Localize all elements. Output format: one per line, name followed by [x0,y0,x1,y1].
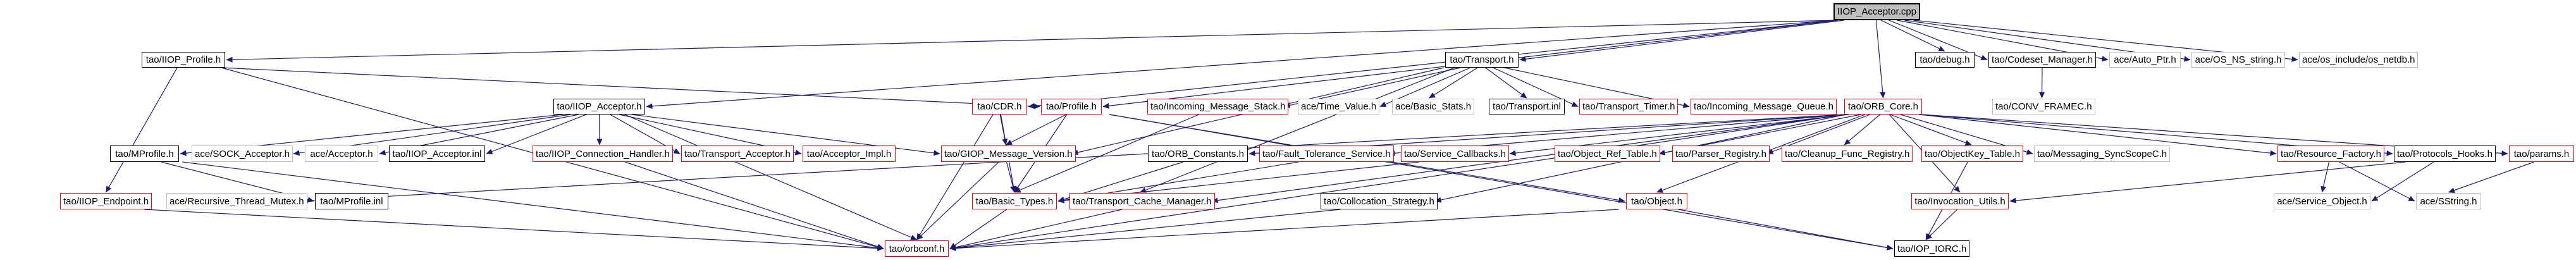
edge-transport-basic_stats [1429,67,1478,99]
graph-node-invocation_utils[interactable]: tao/Invocation_Utils.h [1911,193,2009,209]
graph-node-cleanup_func_registry[interactable]: tao/Cleanup_Func_Registry.h [1782,145,1913,162]
graph-node-protocols_hooks[interactable]: tao/Protocols_Hooks.h [2394,145,2496,162]
graph-node-sock_acceptor: ace/SOCK_Acceptor.h [192,145,293,162]
graph-node-r: IIOP_Acceptor.cpp [1833,3,1921,20]
graph-node-cdr[interactable]: tao/CDR.h [972,99,1027,115]
graph-node-incoming_message_queue[interactable]: tao/Incoming_Message_Queue.h [1691,99,1837,115]
edge-r-iiop_acceptor [646,20,1838,109]
graph-node-messaging_syncscopec: tao/Messaging_SyncScopeC.h [2034,145,2171,162]
edge-orb_core-orbconf [949,114,1846,251]
graph-node-basic_stats: ace/Basic_Stats.h [1392,99,1475,115]
graph-node-incoming_message_stack[interactable]: tao/Incoming_Message_Stack.h [1147,99,1289,115]
graph-node-params[interactable]: tao/params.h [2509,145,2574,162]
graph-node-conv_framec: tao/CONV_FRAMEC.h [1992,99,2095,115]
graph-node-mprofile[interactable]: tao/MProfile.h [110,145,179,162]
edge-orb_core-transport_cache_manager [1211,114,1846,204]
edge-transport-transport_cache_manager [1140,67,1455,193]
edge-resource_factory-service_object [2320,161,2330,193]
edge-resource_factory-sstring [2339,161,2415,202]
graph-node-iiop_connection_handler[interactable]: tao/IIOP_Connection_Handler.h [533,145,673,162]
edge-profile-giop_message_version [1006,114,1066,145]
graph-node-os_ns_string: ace/OS_NS_string.h [2191,52,2285,68]
edge-giop_message_version-orbconf [916,161,999,240]
edge-params-sstring [2448,161,2534,194]
edge-invocation_utils-iop_iorc [1925,209,1958,240]
edge-basic_types-orbconf [949,209,1007,249]
edge-orb_core-objectkey_table [1890,114,1972,145]
edge-cdr-orbconf [916,114,994,240]
graph-node-codeset_manager[interactable]: tao/Codeset_Manager.h [1988,52,2097,68]
graph-node-iiop_profile[interactable]: tao/IIOP_Profile.h [142,52,225,68]
graph-node-profile[interactable]: tao/Profile.h [1041,99,1102,115]
graph-node-fault_tolerance_service[interactable]: tao/Fault_Tolerance_Service.h [1259,145,1394,162]
graph-node-object_ref_table[interactable]: tao/Object_Ref_Table.h [1555,145,1660,162]
edge-protocols_hooks-service_object [2371,161,2434,202]
graph-node-auto_ptr: ace/Auto_Ptr.h [2109,52,2181,68]
graph-node-giop_message_version[interactable]: tao/GIOP_Message_Version.h [941,145,1076,162]
graph-node-transport[interactable]: tao/Transport.h [1445,52,1519,68]
graph-node-object[interactable]: tao/Object.h [1626,193,1687,209]
edge-incoming_message_stack-basic_types [1014,114,1199,193]
edge-giop_message_version-basic_types [1006,161,1016,193]
graph-node-mprofile_inl[interactable]: tao/MProfile.inl [315,193,388,209]
graph-node-orb_core[interactable]: tao/ORB_Core.h [1844,99,1922,115]
graph-node-time_value: ace/Time_Value.h [1298,99,1380,115]
edge-mprofile-orbconf [182,161,884,251]
edge-profile-iop_iorc [1109,114,1894,251]
edge-r-orb_core [1875,20,1886,99]
edge-transport-transport_inl [1485,67,1527,99]
edge-iiop_profile-profile [221,67,1040,109]
graph-node-iiop_endpoint[interactable]: tao/IIOP_Endpoint.h [60,193,152,209]
graph-node-orbconf[interactable]: tao/orbconf.h [885,240,949,257]
graph-node-transport_inl[interactable]: tao/Transport.inl [1489,99,1565,115]
graph-node-collocation_strategy[interactable]: tao/Collocation_Strategy.h [1321,193,1438,209]
graph-node-debug[interactable]: tao/debug.h [1915,52,1975,68]
graph-node-service_callbacks[interactable]: tao/Service_Callbacks.h [1401,145,1509,162]
graph-node-iop_iorc[interactable]: tao/IOP_IORC.h [1894,240,1970,257]
graph-node-transport_cache_manager[interactable]: tao/Transport_Cache_Manager.h [1069,193,1215,209]
graph-node-recursive_thread_mutex: ace/Recursive_Thread_Mutex.h [166,193,307,209]
edge-orb_core-cleanup_func_registry [1844,114,1880,145]
edge-iiop_connection_handler-orbconf [624,161,884,250]
graph-node-iiop_acceptor_inl[interactable]: tao/IIOP_Acceptor.inl [389,145,485,162]
graph-node-resource_factory[interactable]: tao/Resource_Factory.h [2277,145,2384,162]
edge-object-iop_iorc [1678,209,1894,251]
graph-node-os_netdb: ace/os_include/os_netdb.h [2299,52,2419,68]
edge-r-cdr [1028,20,1838,109]
edge-iiop_acceptor-orbconf [624,114,917,240]
edge-r-iiop_profile [226,20,1838,63]
edge-iiop_acceptor-iiop_acceptor_inl [486,114,587,154]
edge-orb_core-resource_factory [1918,114,2277,156]
edge-iiop_profile-iiop_endpoint [105,67,178,193]
graph-node-transport_acceptor[interactable]: tao/Transport_Acceptor.h [681,145,794,162]
graph-node-service_object: ace/Service_Object.h [2274,193,2370,209]
graph-node-objectkey_table[interactable]: tao/ObjectKey_Table.h [1921,145,2023,162]
graph-node-acceptor: ace/Acceptor.h [305,145,378,162]
edge-iiop_endpoint-orbconf [144,209,884,251]
edge-transport_cache_manager-orbconf [949,209,1123,251]
edge-collocation_strategy-orbconf [949,209,1341,251]
graph-node-sstring: ace/SString.h [2416,193,2481,209]
edge-r-transport [1519,20,1844,62]
edge-object-orbconf [949,209,1619,251]
edge-r-debug [1880,20,1945,52]
graph-node-basic_types[interactable]: tao/Basic_Types.h [972,193,1057,209]
graph-node-transport_timer[interactable]: tao/Transport_Timer.h [1579,99,1679,115]
graph-node-orb_constants[interactable]: tao/ORB_Constants.h [1148,145,1248,162]
graph-node-iiop_acceptor[interactable]: tao/IIOP_Acceptor.h [553,99,645,115]
graph-node-parser_registry[interactable]: tao/Parser_Registry.h [1672,145,1770,162]
graph-node-acceptor_impl[interactable]: tao/Acceptor_Impl.h [803,145,896,162]
edge-protocols_hooks-invocation_utils [2009,161,2406,204]
